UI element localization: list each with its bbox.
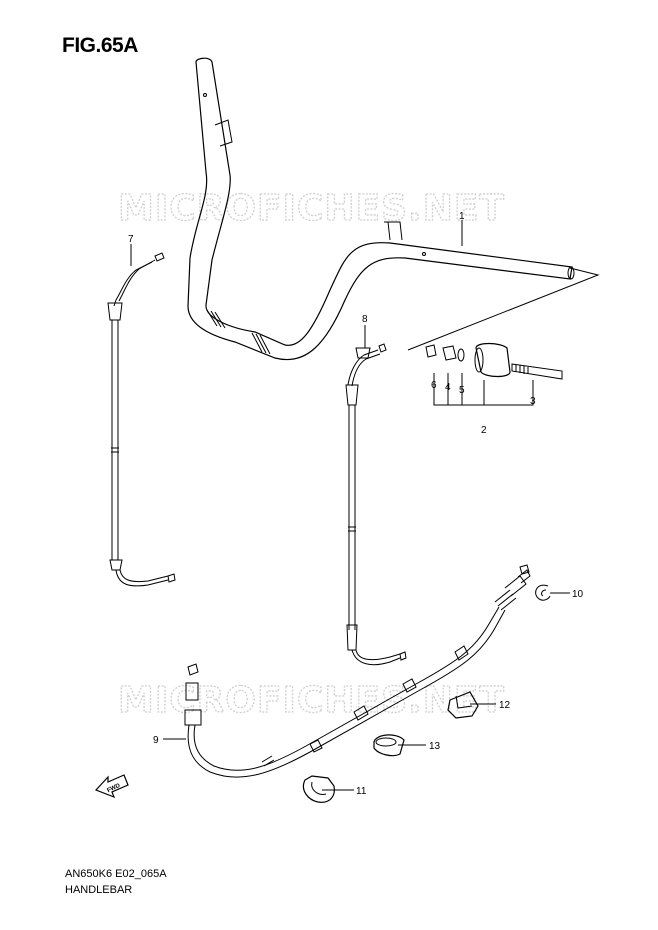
part-label-10: 10 — [572, 589, 584, 600]
part-label-5: 5 — [459, 385, 465, 396]
throttle-cable-7[interactable] — [107, 252, 176, 587]
watermark-top: MICROFICHES.NET — [118, 188, 505, 229]
part-label-4: 4 — [445, 382, 451, 393]
part-label-1: 1 — [459, 211, 465, 222]
part-label-7: 7 — [128, 234, 134, 245]
clamp-13[interactable] — [373, 734, 405, 757]
figure-title: FIG.65A — [62, 34, 138, 57]
part-label-9: 9 — [153, 735, 159, 746]
part-label-3: 3 — [530, 396, 536, 407]
handlebar[interactable] — [187, 57, 600, 361]
fwd-label: FWD — [106, 783, 122, 794]
part-label-2: 2 — [481, 425, 487, 436]
e-ring-10[interactable] — [535, 584, 551, 601]
clamp-11[interactable] — [302, 775, 335, 803]
throttle-cable-8[interactable] — [345, 343, 407, 666]
part-label-6: 6 — [431, 380, 437, 391]
part-label-13: 13 — [429, 741, 441, 752]
figure-code: AN650K6 E02_065A — [65, 868, 167, 880]
watermark-bottom: MICROFICHES.NET — [118, 680, 505, 721]
bar-end-assembly[interactable] — [425, 342, 563, 380]
figure-caption: HANDLEBAR — [65, 884, 133, 896]
part-label-12: 12 — [499, 700, 511, 711]
forward-arrow-icon: FWD — [94, 774, 129, 799]
clutch-cable-9[interactable] — [184, 564, 531, 778]
part-label-8: 8 — [362, 314, 368, 325]
part-label-11: 11 — [356, 786, 367, 797]
clamp-12[interactable] — [447, 691, 479, 719]
